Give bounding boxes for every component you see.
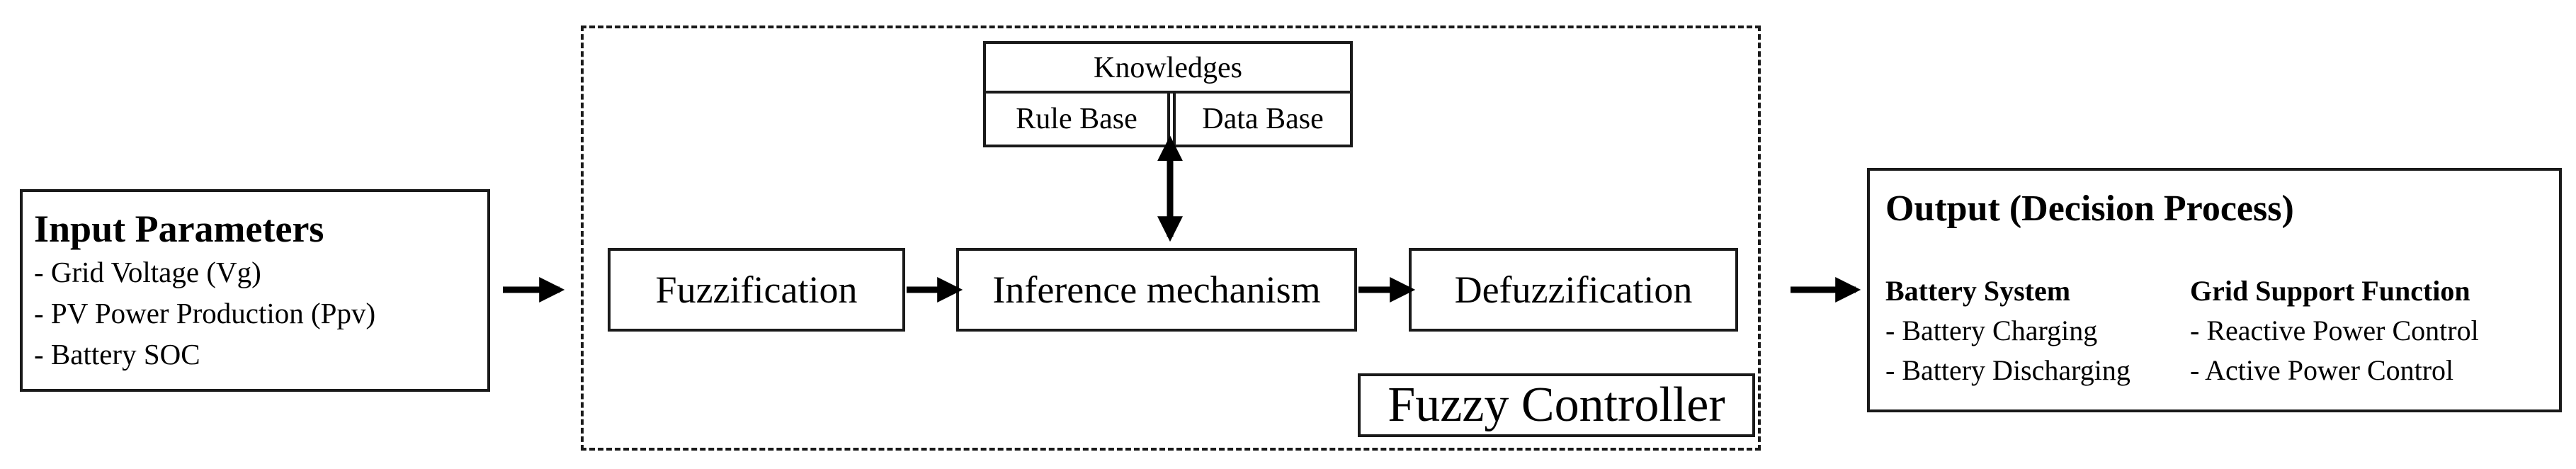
knowledge-divider — [986, 91, 1350, 94]
reactive-power-item: - Reactive Power Control — [2190, 315, 2479, 346]
active-power-item: - Active Power Control — [2190, 354, 2454, 386]
knowledge-separator-left — [1167, 94, 1170, 147]
output-title: Output (Decision Process) — [1885, 188, 2294, 229]
input-item-pv-power: - PV Power Production (Ppv) — [34, 297, 376, 329]
battery-system-heading: Battery System — [1885, 275, 2071, 307]
input-item-battery-soc: - Battery SOC — [34, 338, 200, 371]
grid-support-heading: Grid Support Function — [2190, 275, 2470, 307]
battery-discharging-item: - Battery Discharging — [1885, 354, 2130, 386]
data-base-cell: Data Base — [1202, 103, 1324, 135]
output-box: Output (Decision Process) Battery System… — [1867, 168, 2562, 412]
knowledge-title: Knowledges — [1094, 52, 1242, 84]
input-parameters-title: Input Parameters — [34, 208, 324, 250]
fuzzy-controller-frame — [581, 26, 1761, 451]
input-item-grid-voltage: - Grid Voltage (Vg) — [34, 256, 261, 288]
grid-support-column: Grid Support Function - Reactive Power C… — [2190, 271, 2479, 390]
input-parameters-box: Input Parameters - Grid Voltage (Vg) - P… — [20, 189, 490, 392]
inference-mechanism-block: Inference mechanism — [956, 248, 1357, 332]
defuzzification-block: Defuzzification — [1409, 248, 1738, 332]
fuzzy-controller-label: Fuzzy Controller — [1358, 373, 1755, 437]
battery-charging-item: - Battery Charging — [1885, 315, 2098, 346]
battery-system-column: Battery System - Battery Charging - Batt… — [1885, 271, 2130, 390]
knowledge-separator-right — [1173, 94, 1176, 147]
fuzzification-block: Fuzzification — [608, 248, 905, 332]
rule-base-cell: Rule Base — [1016, 103, 1137, 135]
